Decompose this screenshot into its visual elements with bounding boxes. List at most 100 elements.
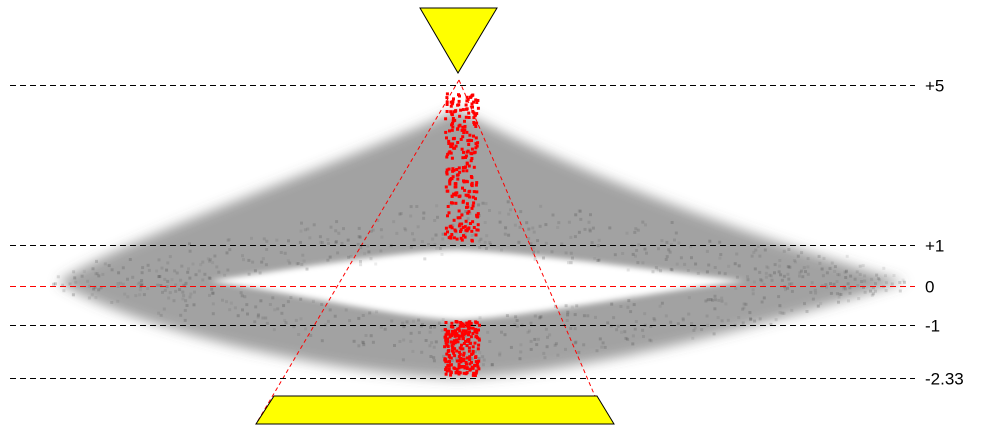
cloud-speckle [822, 256, 826, 260]
cloud-speckle [478, 316, 482, 320]
upper-cluster-dot [470, 102, 474, 106]
cloud-speckle [720, 319, 724, 323]
cloud-speckle [793, 260, 797, 264]
lower-cluster-dot [470, 352, 474, 356]
cloud-speckle [393, 344, 396, 347]
cloud-speckle [300, 263, 304, 267]
cloud-speckle [713, 294, 717, 298]
lower-cluster-dot [465, 362, 468, 366]
cloud-speckle [141, 266, 145, 270]
upper-cluster-dot [447, 139, 451, 143]
cloud-speckle [837, 300, 840, 304]
cloud-speckle [162, 307, 166, 311]
lower-cluster-dot [465, 321, 469, 325]
cloud-speckle [768, 273, 772, 277]
cloud-speckle [247, 272, 251, 276]
upper-cluster-dot [460, 238, 464, 242]
cloud-speckle [481, 201, 485, 205]
cloud-speckle [526, 330, 530, 334]
cloud-speckle [128, 258, 132, 261]
cloud-speckle [168, 255, 172, 259]
upper-cluster-dot [454, 182, 458, 186]
cloud-speckle [352, 339, 356, 343]
bottom-trapezoid-marker [255, 395, 615, 425]
upper-cluster-dot [461, 156, 465, 160]
cloud-speckle [806, 265, 810, 269]
cloud-speckle [515, 319, 519, 322]
cloud-speckle [284, 321, 288, 325]
cloud-speckle [420, 350, 424, 354]
lower-cluster-dot [454, 330, 458, 334]
cloud-speckle [395, 231, 399, 235]
cloud-speckle [300, 221, 303, 225]
upper-cluster-dot [444, 226, 448, 230]
lower-cluster-dot [457, 350, 461, 354]
cloud-speckle [68, 282, 72, 286]
lower-cluster-dot [451, 346, 455, 350]
cloud-speckle [369, 229, 373, 233]
cloud-speckle [749, 317, 753, 321]
lower-cluster-dot [462, 333, 466, 337]
cloud-speckle [569, 235, 573, 239]
lower-cluster-dot [444, 368, 448, 371]
lower-cluster-dot [467, 340, 471, 343]
lower-cluster-dot [451, 329, 454, 333]
cloud-speckle [311, 299, 315, 303]
cloud-speckle [289, 296, 293, 299]
cloud-speckle [588, 229, 592, 233]
cloud-speckle [670, 221, 674, 224]
lower-cluster-dot [468, 330, 471, 334]
cloud-speckle [848, 291, 852, 295]
cloud-speckle [409, 245, 413, 249]
cloud-speckle [861, 264, 865, 268]
lower-cluster-dot [456, 334, 460, 338]
cloud-speckle [424, 339, 428, 342]
lower-cluster-dot [458, 329, 462, 333]
cloud-speckle [748, 311, 752, 315]
cloud-speckle [299, 297, 303, 301]
upper-cluster-dot [472, 134, 475, 138]
upper-cluster-dot [454, 229, 458, 233]
cloud-speckle [239, 291, 243, 295]
lower-cluster-dot [443, 358, 447, 362]
cloud-speckle [88, 284, 92, 288]
cloud-speckle [509, 208, 513, 212]
cloud-speckle [554, 342, 558, 346]
upper-cluster-dot [472, 190, 476, 194]
cloud-speckle [741, 321, 745, 325]
lower-cluster-dot [475, 369, 479, 373]
cloud-speckle [892, 274, 896, 277]
cloud-speckle [242, 258, 245, 262]
cloud-speckle [683, 262, 687, 266]
lower-cluster-dot [469, 322, 473, 325]
cloud-speckle [544, 327, 548, 331]
cloud-speckle [633, 327, 637, 331]
cloud-speckle [253, 320, 257, 324]
cloud-speckle [686, 269, 690, 272]
cloud-speckle [773, 271, 776, 275]
cloud-speckle [536, 239, 540, 243]
cloud-speckle [884, 281, 888, 285]
cloud-speckle [898, 289, 902, 293]
cloud-speckle [228, 308, 232, 312]
upper-cluster-dot [445, 110, 449, 113]
cloud-speckle [649, 339, 653, 343]
cloud-speckle [506, 200, 510, 204]
cloud-speckle [786, 265, 790, 269]
cloud-speckle [853, 277, 857, 281]
cloud-speckle [778, 304, 782, 308]
cloud-speckle [570, 305, 574, 309]
upper-cluster-dot [472, 151, 476, 155]
cloud-speckle [431, 237, 435, 241]
cloud-speckle [884, 289, 888, 293]
cloud-speckle [356, 242, 360, 246]
cloud-speckle [477, 203, 481, 207]
upper-cluster-dot [474, 113, 477, 117]
upper-cluster-dot [450, 128, 454, 132]
cloud-speckle [376, 219, 380, 222]
upper-cluster-dot [448, 225, 452, 229]
upper-cluster-dot [464, 156, 467, 159]
cloud-speckle [845, 254, 849, 258]
cloud-speckle [705, 270, 709, 274]
cloud-speckle [415, 205, 419, 208]
